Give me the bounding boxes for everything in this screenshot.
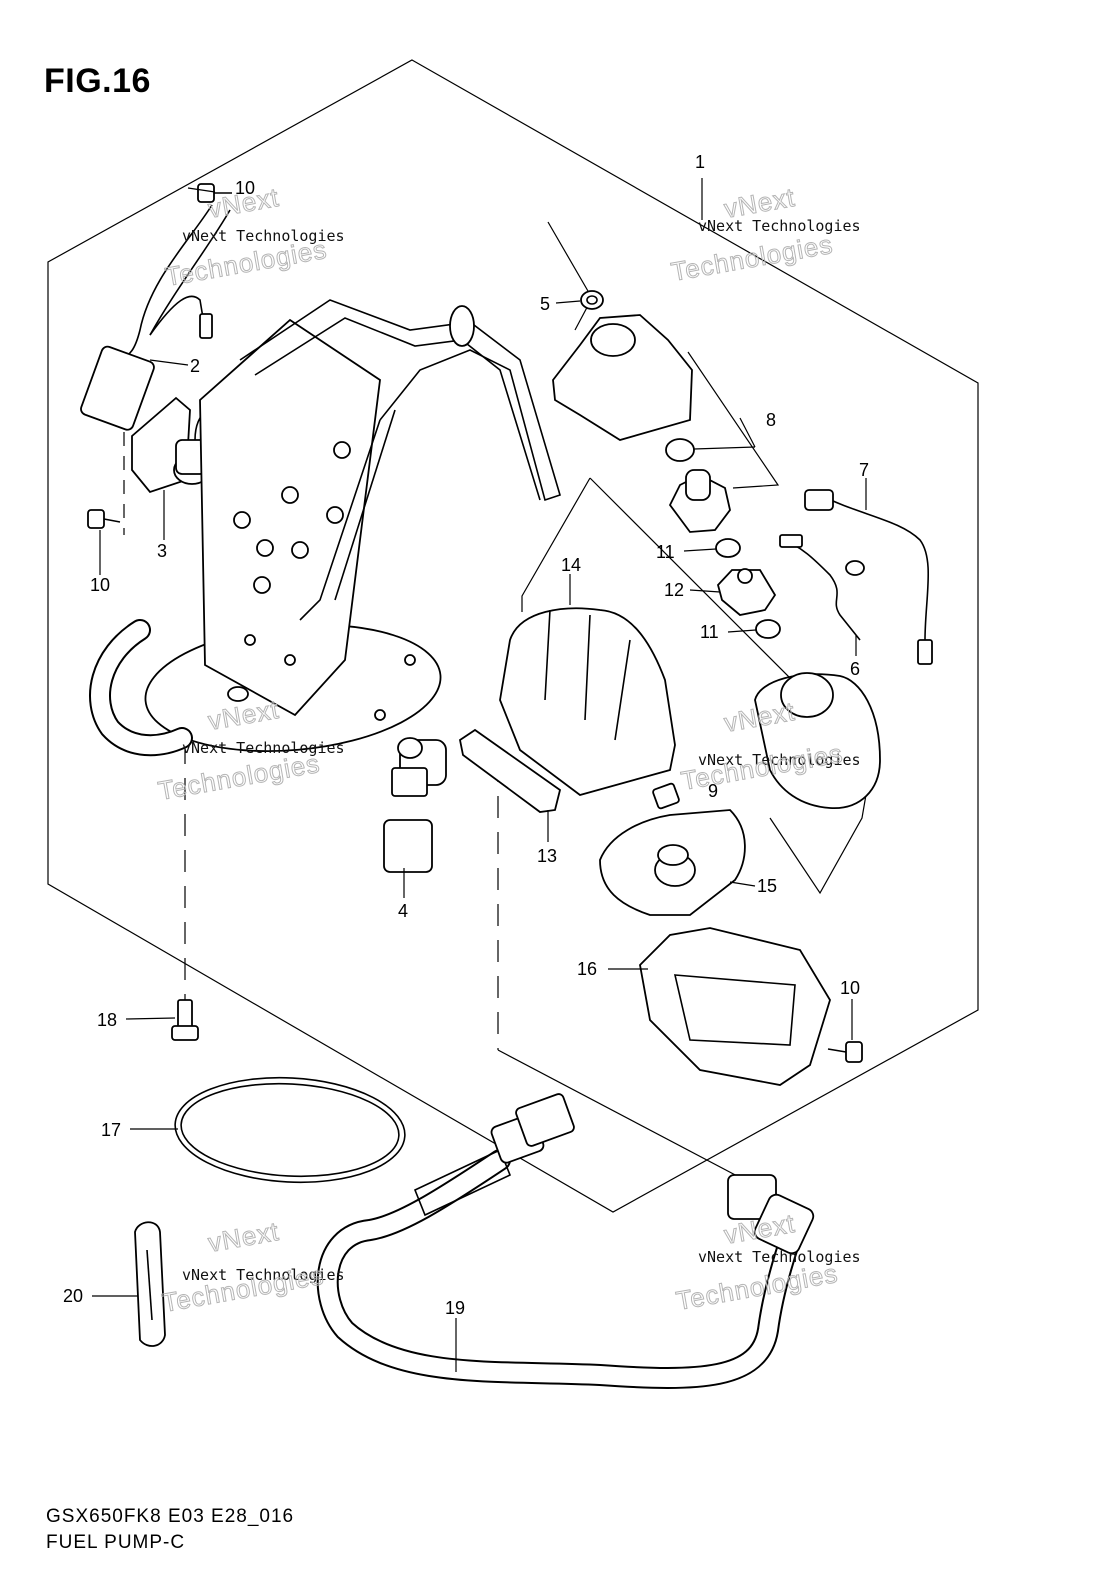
callout-17: 17 [101, 1120, 121, 1140]
watermark-5: vNext vNext Technologies Technologies [159, 1215, 345, 1318]
hose-centerline-right [497, 1049, 761, 1189]
filter-part14 [499, 607, 676, 796]
figure-title: FIG.16 [44, 62, 151, 100]
clamp-part20 [134, 1221, 166, 1347]
right-subgroup-bracket [589, 477, 873, 895]
callout-2: 2 [190, 356, 200, 376]
oring-part11-top [715, 538, 741, 558]
pump-frame [89, 299, 561, 757]
svg-text:vNext: vNext [206, 182, 282, 224]
callout-10-left: 10 [90, 575, 110, 595]
callout-14: 14 [561, 555, 581, 575]
callout-3: 3 [157, 541, 167, 561]
clip-part4 [383, 819, 433, 873]
bolt-part18 [171, 999, 199, 1041]
section-name: FUEL PUMP-C [46, 1532, 186, 1553]
callout-11-top: 11 [656, 542, 675, 562]
outlet-fitting [391, 737, 447, 797]
callout-19: 19 [445, 1298, 465, 1318]
tab-part9 [652, 782, 680, 810]
svg-text:vNext Technologies: vNext Technologies [182, 739, 345, 757]
screw-part10-top [197, 183, 232, 203]
svg-text:Technologies: Technologies [669, 229, 836, 287]
watermark-1: vNext vNext Technologies Technologies [162, 181, 345, 292]
svg-text:vNext Technologies: vNext Technologies [698, 1248, 861, 1266]
pump-cap [552, 314, 693, 441]
callout-16: 16 [577, 959, 597, 979]
oring-part5 [580, 290, 604, 310]
leader-c15 [729, 881, 756, 887]
svg-text:vNext: vNext [206, 1216, 282, 1258]
watermark-2: vNext vNext Technologies Technologies [668, 181, 861, 287]
oring-part8 [665, 438, 695, 462]
leader-c18 [125, 1017, 176, 1020]
bracket-part16 [639, 927, 831, 1086]
pump-subgroup-bracket [547, 221, 593, 331]
callout-1: 1 [695, 152, 705, 172]
callout-10-right: 10 [840, 978, 860, 998]
callout-8: 8 [766, 410, 776, 430]
svg-text:vNext Technologies: vNext Technologies [698, 217, 861, 235]
watermark-6: vNext vNext Technologies Technologies [673, 1207, 861, 1316]
gasket-part17 [174, 1076, 406, 1184]
svg-text:vNext Technologies: vNext Technologies [182, 227, 345, 245]
callout-20: 20 [63, 1286, 83, 1306]
leader-c11a [683, 548, 717, 552]
callout-5: 5 [540, 294, 550, 314]
svg-text:vNext Technologies: vNext Technologies [182, 1266, 345, 1284]
cover-part15 [599, 809, 746, 916]
leader-c10a [187, 187, 216, 193]
assembly-boundary [47, 59, 979, 1213]
leader-c5 [555, 300, 581, 304]
callout-10-top: 10 [235, 178, 255, 198]
oring-part11-bottom [755, 619, 781, 639]
lead-wire-part7 [804, 489, 933, 665]
model-code: GSX650FK8 E03 E28_016 [46, 1506, 295, 1527]
part8-leader-b [693, 446, 756, 450]
wiring-harness-part2 [80, 204, 231, 431]
callout-6: 6 [850, 659, 860, 679]
svg-text:vNext Technologies: vNext Technologies [698, 751, 861, 769]
callout-7: 7 [859, 460, 869, 480]
callout-13: 13 [537, 846, 557, 866]
lead-wire-part6 [779, 534, 865, 641]
fitting-part12 [717, 568, 777, 616]
pump-motor [754, 672, 881, 809]
filter-subgroup-bracket [521, 477, 591, 612]
leader-c12 [689, 589, 721, 593]
screw-part10-left [87, 509, 121, 529]
callout-18: 18 [97, 1010, 117, 1030]
regulator-part13 [458, 728, 562, 813]
leader-c2 [149, 359, 189, 366]
screw-part10-right [827, 1041, 863, 1063]
callout-15: 15 [757, 876, 777, 896]
fuel-hose-part19 [316, 1093, 815, 1389]
callout-12: 12 [664, 580, 684, 600]
part8-bracket [687, 351, 780, 489]
svg-text:Technologies: Technologies [674, 1258, 841, 1316]
seal-part8 [668, 469, 731, 533]
callout-4: 4 [398, 901, 408, 921]
callout-9: 9 [708, 781, 718, 801]
callout-11-bottom: 11 [700, 622, 719, 642]
part8-leader-a [739, 417, 756, 448]
leader-c11b [727, 629, 757, 633]
